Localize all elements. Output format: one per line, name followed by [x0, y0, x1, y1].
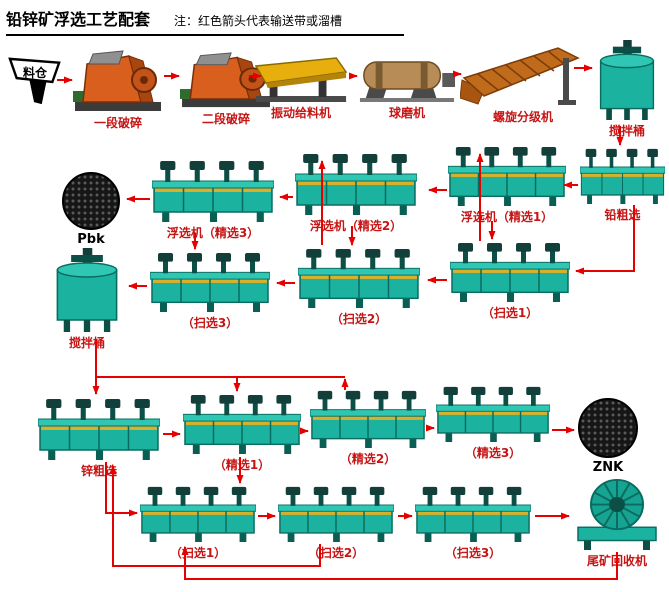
- flotation-machine-icon: [310, 390, 426, 448]
- node-label: （扫选3）: [444, 546, 502, 560]
- node-lead-rougher: 铅粗选: [580, 148, 665, 222]
- node-label: 一段破碎: [93, 116, 142, 130]
- spiral-classifier-icon: [460, 44, 586, 106]
- node-label: 锌粗选: [80, 464, 117, 478]
- flotation-machine-icon: [450, 242, 570, 302]
- flotation-machine-icon: [278, 486, 394, 542]
- node-zinc-cleaner-3: （精选3）: [436, 386, 550, 460]
- node-mixing-tank-1: 搅拌桶: [594, 40, 660, 138]
- node-label: （扫选1）: [481, 306, 539, 320]
- mixing-tank-icon: [50, 248, 124, 332]
- node-label: （精选1）: [213, 458, 271, 472]
- node-label: （精选3）: [464, 446, 522, 460]
- ball-mill-icon: [358, 52, 456, 102]
- flotation-machine-icon: [415, 486, 531, 542]
- node-label: 料仓: [22, 66, 47, 80]
- node-label: 浮选机（精选2）: [309, 219, 403, 233]
- mixing-tank-icon: [594, 40, 660, 120]
- node-label: （精选2）: [339, 452, 397, 466]
- flotation-machine-icon: [448, 146, 566, 206]
- node-lead-cleaner-2: 浮选机（精选2）: [295, 153, 417, 233]
- node-ore-bin: 料仓: [8, 56, 62, 106]
- node-label: 搅拌桶: [68, 336, 105, 350]
- page-title: 铅锌矿浮选工艺配套: [6, 10, 151, 29]
- flotation-machine-icon: [580, 148, 665, 204]
- node-label: 球磨机: [388, 106, 425, 120]
- node-label: 浮选机（精选1）: [460, 210, 554, 224]
- node-tailings-recovery: 尾矿回收机: [572, 478, 662, 568]
- node-lead-concentrate: Pbk: [62, 172, 120, 247]
- node-vibrating-feeder: 振动给料机: [252, 56, 350, 120]
- node-zinc-rougher: 锌粗选: [38, 398, 160, 478]
- node-lead-scavenger-2: （扫选2）: [298, 248, 420, 326]
- flotation-machine-icon: [152, 160, 274, 222]
- node-zinc-scavenger-3: （扫选3）: [415, 486, 531, 560]
- flotation-machine-icon: [183, 394, 301, 454]
- node-primary-crusher: 一段破碎: [73, 50, 163, 130]
- concentrate-pile-icon: [62, 172, 120, 230]
- header: 铅锌矿浮选工艺配套 注：红色箭头代表输送带或溜槽: [6, 6, 404, 36]
- node-zinc-concentrate: ZNK: [578, 398, 638, 475]
- node-label: 浮选机（精选3）: [166, 226, 260, 240]
- node-label: （扫选2）: [307, 546, 365, 560]
- node-lead-cleaner-3: 浮选机（精选3）: [152, 160, 274, 240]
- node-label: 搅拌桶: [608, 124, 645, 138]
- node-secondary-crusher: 二段破碎: [180, 52, 272, 126]
- tailings-recovery-icon: [572, 478, 662, 550]
- node-mixing-tank-2: 搅拌桶: [50, 248, 124, 350]
- node-label: 螺旋分级机: [492, 110, 553, 124]
- flotation-machine-icon: [38, 398, 160, 460]
- node-label: （扫选3）: [181, 316, 239, 330]
- node-label: 二段破碎: [201, 112, 250, 126]
- node-label: （扫选2）: [330, 312, 388, 326]
- jaw-crusher-icon: [73, 50, 163, 112]
- flotation-machine-icon: [436, 386, 550, 442]
- node-label: 尾矿回收机: [586, 554, 647, 568]
- node-zinc-scavenger-2: （扫选2）: [278, 486, 394, 560]
- vibrating-feeder-icon: [252, 56, 350, 102]
- node-lead-scavenger-3: （扫选3）: [150, 252, 270, 330]
- node-lead-scavenger-1: （扫选1）: [450, 242, 570, 320]
- concentrate-pile-icon: [578, 398, 638, 458]
- node-label: ZNK: [592, 460, 624, 475]
- node-label: （扫选1）: [169, 546, 227, 560]
- flotation-machine-icon: [140, 486, 256, 542]
- node-zinc-cleaner-2: （精选2）: [310, 390, 426, 466]
- node-lead-cleaner-1: 浮选机（精选1）: [448, 146, 566, 224]
- node-label: 铅粗选: [604, 208, 641, 222]
- node-ball-mill: 球磨机: [358, 52, 456, 120]
- node-zinc-cleaner-1: （精选1）: [183, 394, 301, 472]
- flotation-machine-icon: [295, 153, 417, 215]
- node-zinc-scavenger-1: （扫选1）: [140, 486, 256, 560]
- flotation-machine-icon: [298, 248, 420, 308]
- legend-note: 注：红色箭头代表输送带或溜槽: [174, 14, 343, 28]
- node-label: Pbk: [77, 232, 105, 247]
- flotation-machine-icon: [150, 252, 270, 312]
- node-label: 振动给料机: [270, 106, 331, 120]
- node-spiral-classifier: 螺旋分级机: [460, 44, 586, 124]
